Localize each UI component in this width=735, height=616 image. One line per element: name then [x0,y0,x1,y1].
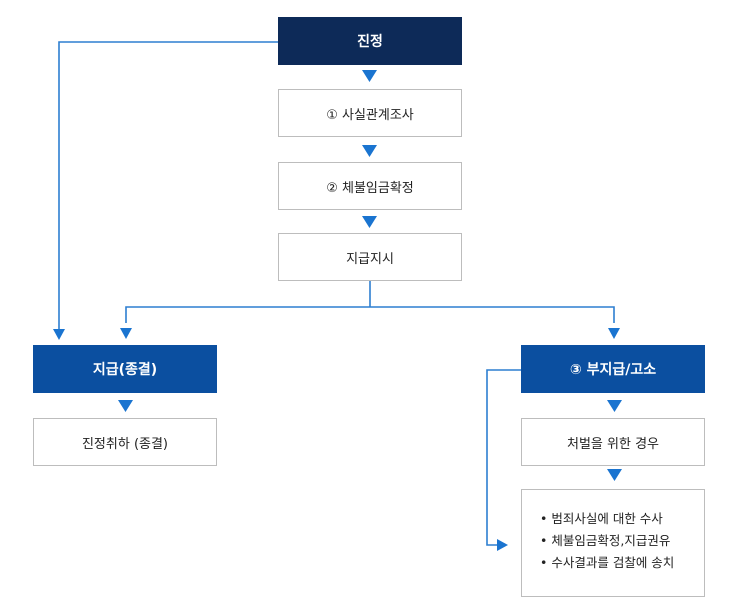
arrow-down-icon [120,328,132,339]
arrow-down-icon [607,469,622,481]
action-item: • 수사결과를 검찰에 송치 [540,555,675,570]
arrow-down-icon [362,145,377,157]
action-list: • 범죄사실에 대한 수사 • 체불임금확정,지급권유 • 수사결과를 검찰에 … [521,489,705,597]
withdrawal-closed-box: 진정취하 (종결) [33,418,217,466]
wage-confirmation-box: ② 체불임금확정 [278,162,462,210]
arrow-right-icon [497,539,508,551]
arrow-down-icon [608,328,620,339]
action-item: • 체불임금확정,지급권유 [540,533,671,548]
payment-order-box: 지급지시 [278,233,462,281]
punishment-case-box: 처벌을 위한 경우 [521,418,705,466]
fact-investigation-box: ① 사실관계조사 [278,89,462,137]
paid-closed-box: 지급(종결) [33,345,217,393]
arrow-down-icon [362,216,377,228]
nonpayment-complaint-box: ③ 부지급/고소 [521,345,705,393]
arrow-down-icon [53,329,65,340]
petition-box: 진정 [278,17,462,65]
arrow-down-icon [607,400,622,412]
arrow-down-icon [362,70,377,82]
arrow-down-icon [118,400,133,412]
action-item: • 범죄사실에 대한 수사 [540,511,663,526]
